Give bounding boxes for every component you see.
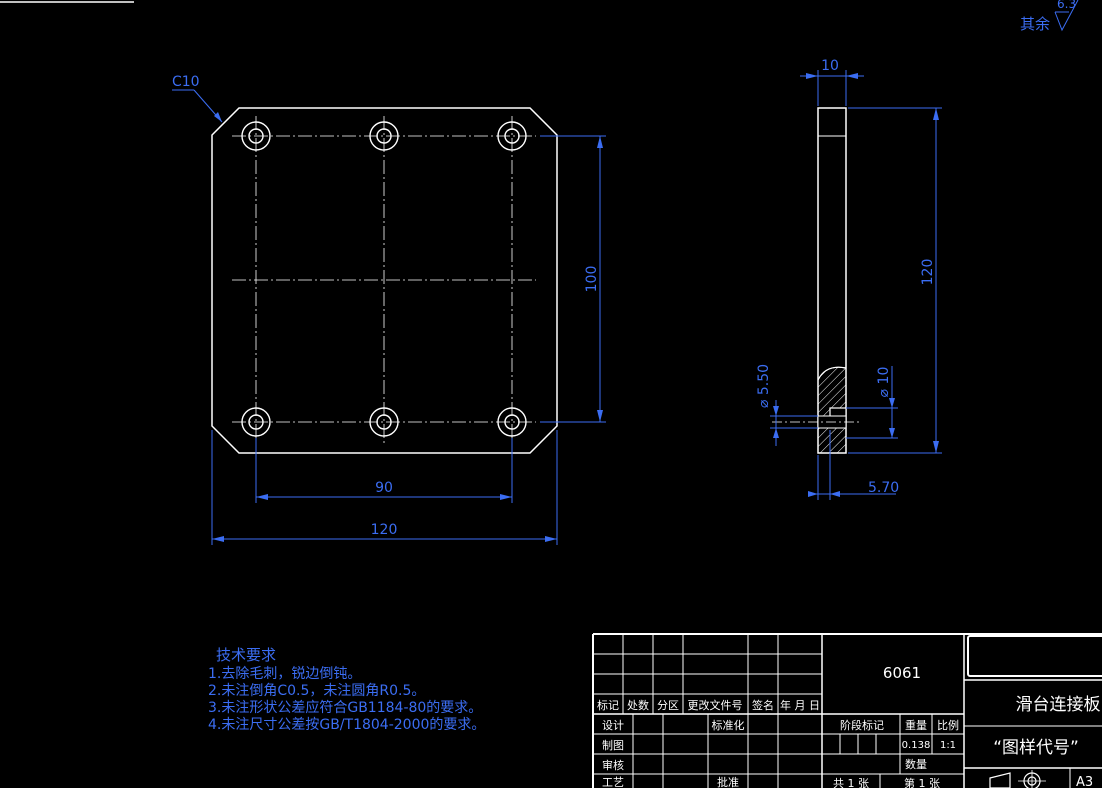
dim-side-height <box>848 107 942 454</box>
drawing-code: “图样代号” <box>993 738 1079 758</box>
header-mark: 标记 <box>597 698 619 712</box>
dim-hole-spacing <box>255 438 513 503</box>
title-block <box>592 633 1102 788</box>
weight-value: 0.138 <box>902 740 931 751</box>
projection-symbol-icon <box>989 770 1046 788</box>
sheet-size: A3 <box>1076 775 1093 788</box>
header-change-doc: 更改文件号 <box>688 698 743 712</box>
roughness-check-icon <box>1054 0 1079 32</box>
dim-counterbore-diameter <box>846 366 898 439</box>
dim-hole-spacing-value: 90 <box>375 480 393 496</box>
roughness-symbol: 6.3 其余 <box>1020 0 1079 33</box>
header-zone: 分区 <box>657 699 679 712</box>
dim-plate-width <box>211 430 558 545</box>
notes-title: 技术要求 <box>216 646 276 664</box>
quantity-label: 数量 <box>905 758 927 771</box>
dim-plate-height-value: 100 <box>584 266 600 293</box>
roughness-value: 6.3 <box>1057 0 1076 11</box>
front-view: C10 100 90 <box>172 74 606 545</box>
notes-line-4: 4.未注尺寸公差按GB/T1804-2000的要求。 <box>208 717 485 733</box>
hole-bottom-left <box>241 407 271 437</box>
chamfer-label: C10 <box>172 74 200 90</box>
notes-line-2: 2.未注倒角C0.5，未注圆角R0.5。 <box>208 683 425 699</box>
dim-hole-diameter <box>770 400 818 446</box>
header-count: 处数 <box>627 699 649 712</box>
dim-hole-diameter-value: ⌀ 5.50 <box>756 364 772 408</box>
row-design: 设计 <box>602 719 624 732</box>
material-value: 6061 <box>883 664 921 682</box>
scale-value: 1:1 <box>940 740 956 751</box>
hole-top-right <box>497 121 527 151</box>
technical-notes: 技术要求 1.去除毛刺，锐边倒钝。 2.未注倒角C0.5，未注圆角R0.5。 3… <box>208 646 485 733</box>
dim-thickness <box>800 70 864 106</box>
dim-side-height-value: 120 <box>920 259 936 286</box>
stage-mark-label: 阶段标记 <box>840 718 884 732</box>
header-signature: 签名 <box>752 698 774 712</box>
header-date: 年 月 日 <box>780 698 820 712</box>
dim-plate-width-value: 120 <box>371 522 398 538</box>
chamfer-callout: C10 <box>172 74 223 123</box>
sheet-number: 第 1 张 <box>904 776 940 788</box>
scale-label: 比例 <box>937 718 959 732</box>
dim-counterbore-depth <box>808 430 896 500</box>
side-view: 10 120 ⌀ 5.50 ⌀ 10 <box>756 58 942 500</box>
notes-line-3: 3.未注形状公差应符合GB1184-80的要求。 <box>208 699 482 716</box>
row-process: 工艺 <box>602 776 624 788</box>
dim-thickness-value: 10 <box>821 58 839 74</box>
hole-top-mid <box>369 121 399 151</box>
roughness-label: 其余 <box>1020 15 1050 33</box>
hole-bottom-right <box>497 407 527 437</box>
row-review: 审核 <box>602 758 624 772</box>
approve-label: 批准 <box>717 775 739 788</box>
plate-outline <box>211 107 558 454</box>
dim-counterbore-diameter-value: ⌀ 10 <box>876 367 892 398</box>
dim-counterbore-depth-value: 5.70 <box>868 480 899 496</box>
hole-bottom-mid <box>369 407 399 437</box>
part-name: 滑台连接板 <box>1016 695 1101 715</box>
weight-label: 重量 <box>905 718 927 732</box>
standardize-label: 标准化 <box>712 718 745 732</box>
dim-plate-height <box>540 135 606 423</box>
hole-top-left <box>241 121 271 151</box>
row-draft: 制图 <box>602 739 624 752</box>
notes-line-1: 1.去除毛刺，锐边倒钝。 <box>208 666 361 682</box>
sheet-total: 共 1 张 <box>833 777 869 788</box>
